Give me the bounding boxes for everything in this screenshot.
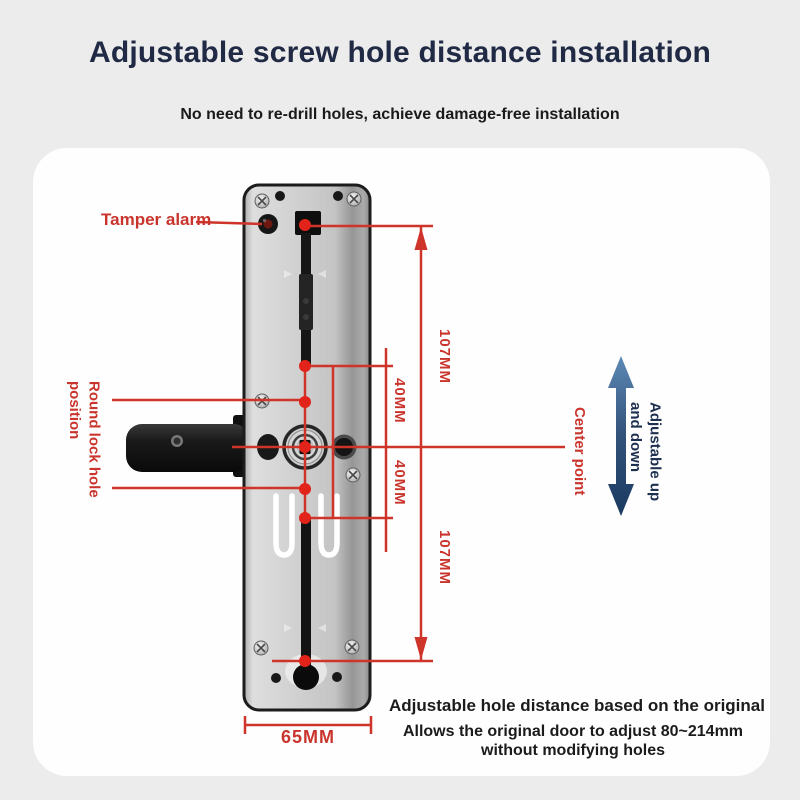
lower-adjust-channel: [285, 518, 327, 690]
tamper-alarm-line: [195, 220, 263, 226]
center-point-label: Center point: [570, 406, 588, 496]
adjustable-up-down-label: Adjustable up and down: [627, 402, 664, 502]
dim-107mm-top: 107MM: [435, 329, 453, 385]
round-lock-hole-label: Round lock hole position: [66, 380, 103, 498]
dim-40mm-top: 40MM: [390, 378, 408, 424]
page-title: Adjustable screw hole distance installat…: [88, 36, 712, 69]
hole-position-dots: [299, 219, 311, 667]
u-slots: [273, 493, 340, 558]
footnote-detail: Allows the original door to adjust 80~21…: [402, 723, 744, 760]
tamper-alarm-label: Tamper alarm: [101, 210, 212, 229]
dim-65mm: 65MM: [280, 727, 335, 747]
dimension-arrowheads: [414, 227, 428, 660]
page-subtitle: No need to re-drill holes, achieve damag…: [180, 106, 620, 123]
dim-107mm-bottom: 107MM: [435, 530, 453, 586]
tamper-alarm-sensor-icon: [258, 214, 278, 234]
dim-40mm-bottom: 40MM: [390, 460, 408, 506]
footnote-heading: Adjustable hole distance based on the or…: [389, 696, 765, 715]
etched-arrows: [284, 270, 326, 632]
plate-holes: [271, 191, 343, 683]
up-down-arrow-icon: [608, 356, 634, 516]
